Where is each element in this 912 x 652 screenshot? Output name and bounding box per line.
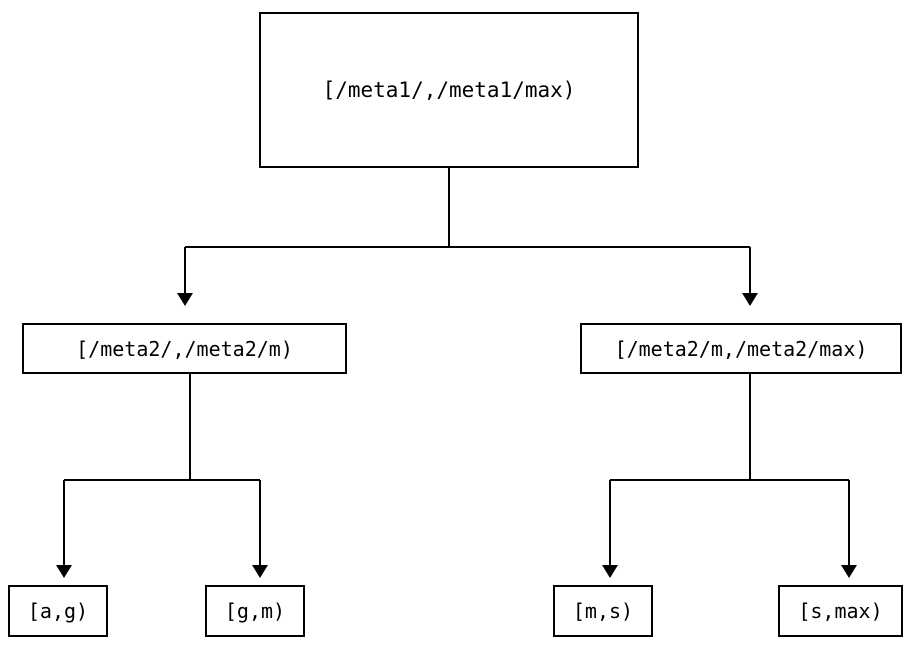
arrowhead-to-leaf-gm	[252, 565, 268, 578]
arrowhead-to-leaf-ms	[602, 565, 618, 578]
tree-node-root[interactable]: [/meta1/,/meta1/max)	[259, 12, 639, 168]
tree-node-leaf-smax-label: [s,max)	[798, 599, 883, 623]
arrowhead-to-leaf-smax	[841, 565, 857, 578]
tree-node-leaf-ms[interactable]: [m,s)	[553, 585, 653, 637]
tree-node-mid-left-label: [/meta2/,/meta2/m)	[76, 336, 293, 361]
tree-node-leaf-gm[interactable]: [g,m)	[205, 585, 305, 637]
tree-node-mid-left[interactable]: [/meta2/,/meta2/m)	[22, 323, 347, 374]
tree-node-root-label: [/meta1/,/meta1/max)	[322, 77, 576, 102]
tree-node-leaf-ms-label: [m,s)	[572, 599, 634, 623]
arrowhead-to-mid-right	[742, 293, 758, 306]
tree-node-mid-right[interactable]: [/meta2/m,/meta2/max)	[580, 323, 902, 374]
tree-node-mid-right-label: [/meta2/m,/meta2/max)	[614, 336, 868, 361]
tree-node-leaf-ag-label: [a,g)	[27, 599, 89, 623]
arrowhead-to-leaf-ag	[56, 565, 72, 578]
arrowhead-to-mid-left	[177, 293, 193, 306]
tree-node-leaf-ag[interactable]: [a,g)	[8, 585, 108, 637]
tree-node-leaf-gm-label: [g,m)	[224, 599, 286, 623]
tree-node-leaf-smax[interactable]: [s,max)	[778, 585, 903, 637]
